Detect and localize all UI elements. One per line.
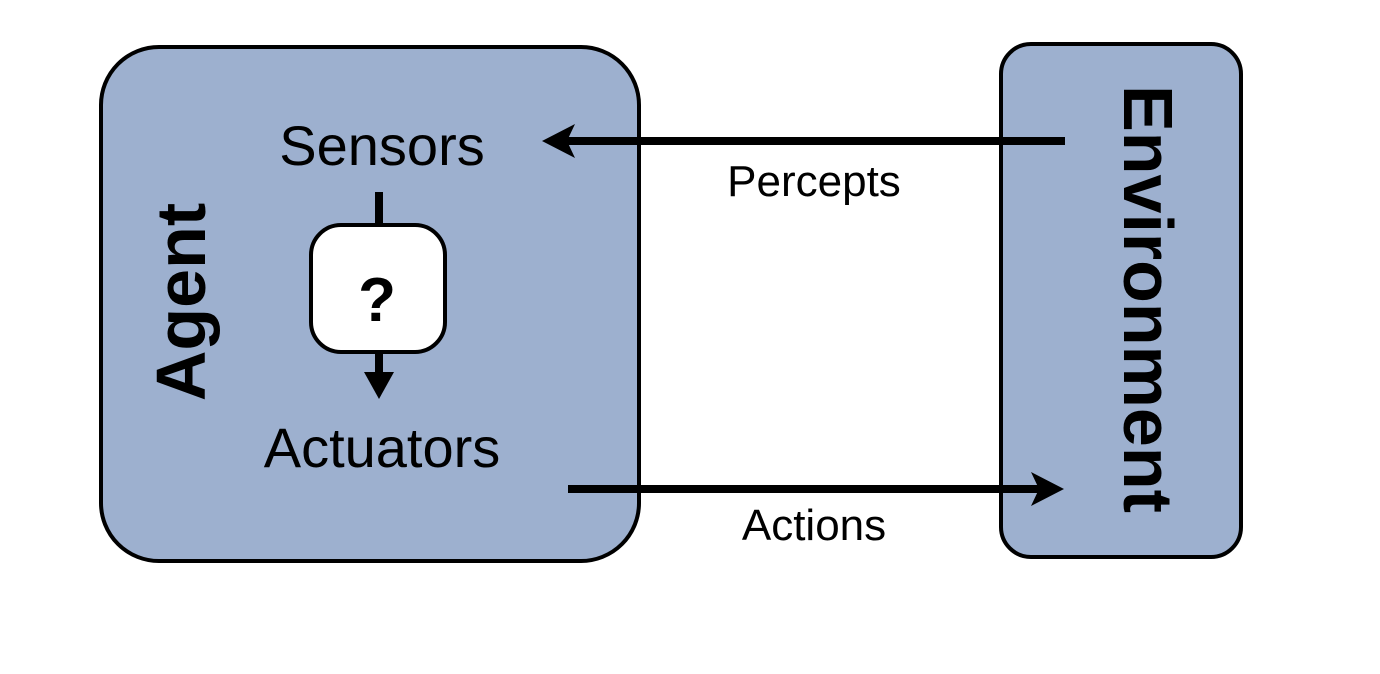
agent-label: Agent [142, 203, 220, 401]
process-to-actuators-arrowhead [364, 372, 394, 399]
actions-arrowhead [1031, 472, 1064, 506]
actuators-label: Actuators [264, 416, 501, 479]
agent-box: Agent Sensors Actuators ? [99, 45, 641, 563]
actions-arrow: Actions [568, 472, 1064, 550]
percepts-arrowhead [542, 124, 575, 158]
percepts-arrow: Percepts [542, 124, 1065, 206]
percepts-label: Percepts [727, 157, 901, 206]
actions-label: Actions [742, 501, 886, 550]
sensors-label: Sensors [279, 114, 484, 177]
environment-label: Environment [1109, 85, 1187, 513]
environment-box-shape [999, 42, 1243, 559]
environment-box: Environment [999, 42, 1243, 559]
process-label: ? [358, 266, 396, 335]
